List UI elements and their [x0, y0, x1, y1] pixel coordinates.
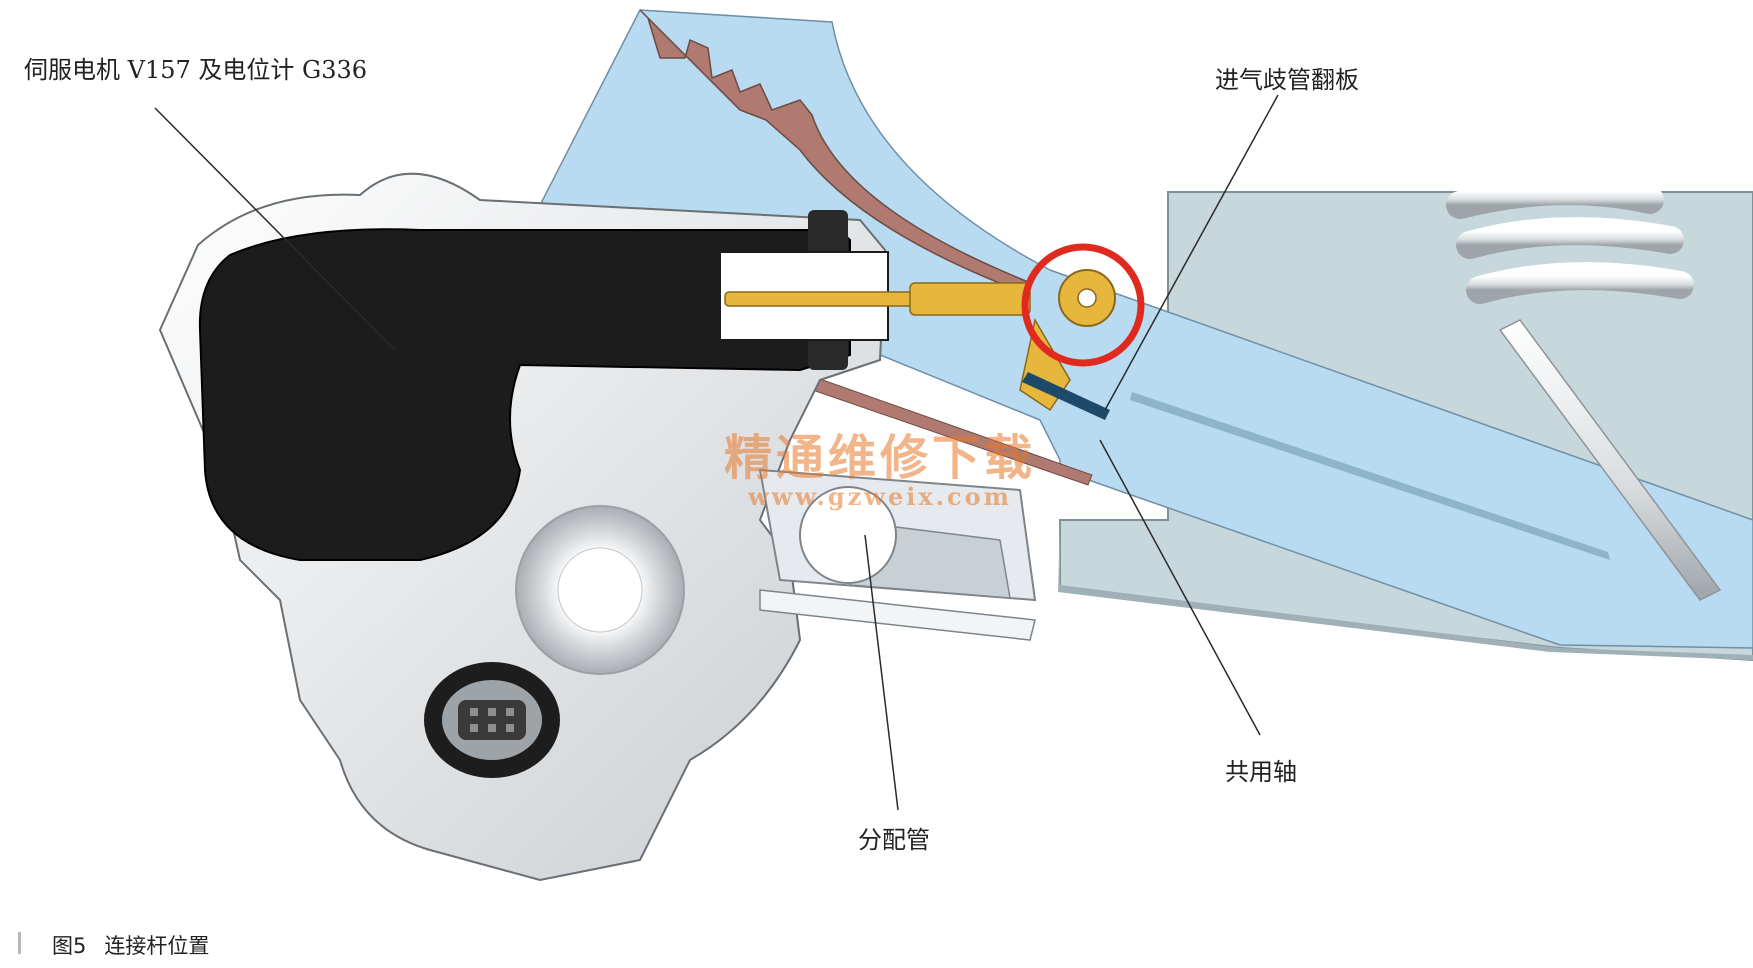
leader-common-shaft: [1099, 439, 1261, 736]
electrical-connector: [424, 662, 560, 778]
leader-servo-motor: [154, 107, 396, 351]
label-distribution-pipe: 分配管: [858, 826, 930, 854]
valve-spring: [1446, 177, 1722, 601]
leader-distribution-pipe: [864, 534, 899, 811]
distribution-pipe: [758, 468, 1037, 641]
caption-marker: [18, 932, 21, 954]
label-servo-motor: 伺服电机 V157 及电位计 G336: [24, 56, 368, 84]
label-intake-flap: 进气歧管翻板: [1215, 66, 1359, 94]
actuator-linkage: [724, 269, 1116, 420]
watermark-url: www.gzweix.com: [747, 482, 1013, 511]
label-common-shaft: 共用轴: [1225, 758, 1297, 786]
figure-title: 连接杆位置: [104, 934, 210, 958]
watermark-title: 精通维修下载: [723, 430, 1036, 486]
leader-lines: [154, 94, 1279, 811]
watermark: 精通维修下载 www.gzweix.com: [700, 432, 1060, 510]
figure-caption: 图5 连接杆位置: [52, 930, 227, 960]
figure-number: 图5: [52, 934, 87, 958]
linkage-highlight-circle: [1021, 243, 1145, 367]
leader-intake-flap: [1104, 94, 1279, 411]
